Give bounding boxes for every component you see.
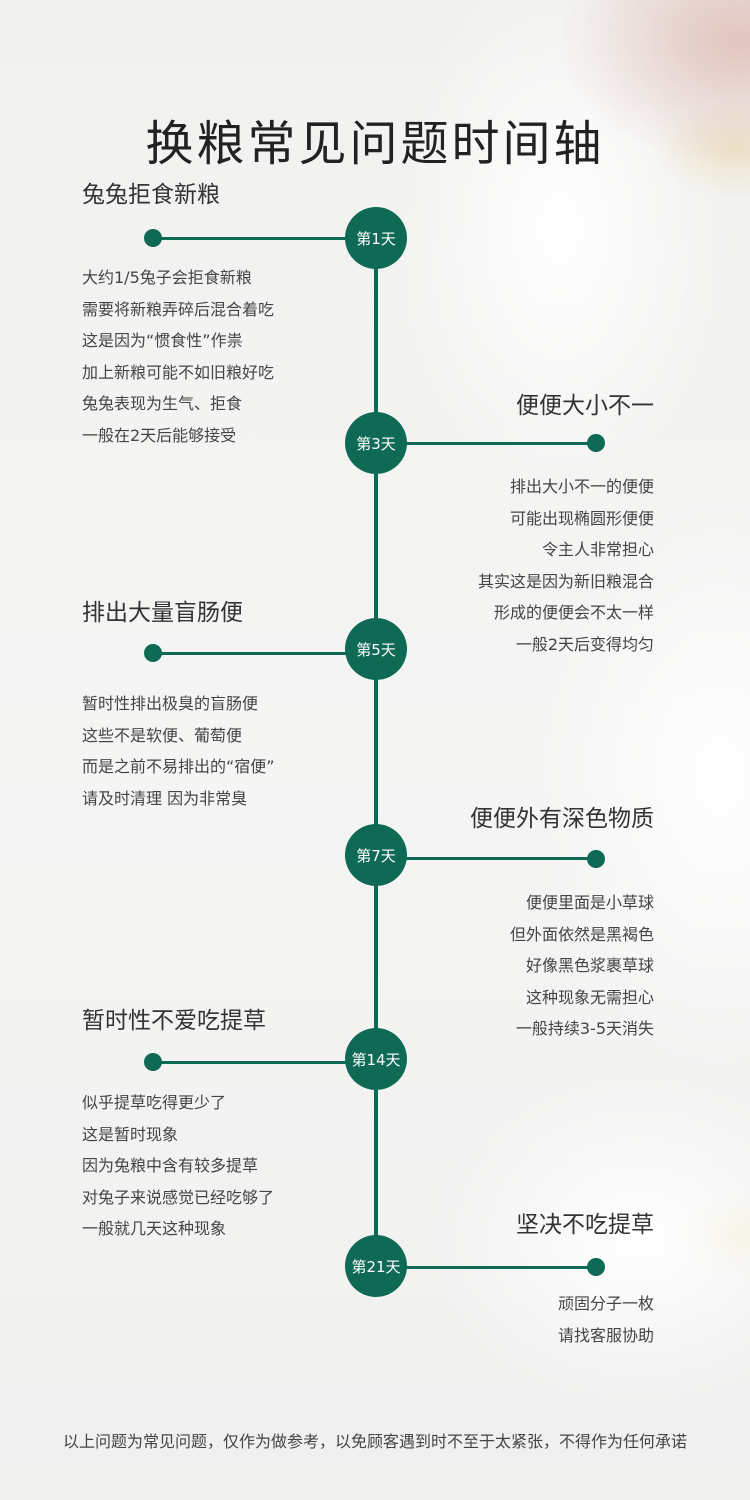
disclaimer-footer: 以上问题为常见问题，仅作为做参考，以免顾客遇到时不至于太紧张，不得作为任何承诺 bbox=[62, 1432, 687, 1451]
timeline-spine bbox=[374, 238, 378, 1268]
description-line: 大约1/5兔子会拒食新粮 bbox=[82, 268, 252, 287]
description-line: 似乎提草吃得更少了 bbox=[82, 1093, 227, 1112]
day-node: 第5天 bbox=[345, 618, 407, 680]
description-line: 形成的便便会不太一样 bbox=[493, 603, 654, 622]
description-line: 请及时清理 因为非常臭 bbox=[82, 788, 248, 808]
timeline-connector bbox=[400, 1266, 596, 1269]
description-line: 这种现象无需担心 bbox=[525, 987, 654, 1007]
event-heading: 暂时性不爱吃提草 bbox=[82, 1008, 266, 1034]
event-description: 大约1/5兔子会拒食新粮 需要将新粮弄碎后混合着吃 这是因为“惯食性”作祟 加上… bbox=[82, 262, 274, 451]
event-heading: 便便外有深色物质 bbox=[470, 806, 654, 832]
timeline-connector bbox=[153, 652, 353, 655]
timeline-connector bbox=[153, 1061, 353, 1064]
description-line: 一般2天后变得均匀 bbox=[515, 634, 654, 654]
timeline-connector bbox=[400, 857, 596, 860]
event-heading: 便便大小不一 bbox=[516, 393, 654, 419]
description-line: 一般就几天这种现象 bbox=[82, 1219, 227, 1238]
day-node: 第21天 bbox=[345, 1235, 407, 1297]
description-line: 兔兔表现为生气、拒食 bbox=[82, 394, 243, 413]
day-node: 第3天 bbox=[345, 412, 407, 474]
day-node: 第1天 bbox=[345, 207, 407, 269]
timeline-connector bbox=[400, 442, 596, 445]
timeline-dot bbox=[587, 1258, 605, 1276]
description-line: 而是之前不易排出的“宿便” bbox=[82, 757, 275, 776]
description-line: 因为兔粮中含有较多提草 bbox=[82, 1156, 259, 1175]
description-line: 这是暂时现象 bbox=[82, 1124, 179, 1144]
description-line: 暂时性排出极臭的盲肠便 bbox=[82, 694, 259, 713]
description-line: 一般持续3-5天消失 bbox=[515, 1019, 654, 1038]
description-line: 但外面依然是黑褐色 bbox=[509, 924, 654, 944]
description-line: 一般在2天后能够接受 bbox=[82, 425, 237, 445]
description-line: 排出大小不一的便便 bbox=[509, 477, 654, 496]
description-line: 令主人非常担心 bbox=[541, 540, 654, 559]
description-line: 对兔子来说感觉已经吃够了 bbox=[82, 1187, 275, 1207]
timeline-dot bbox=[587, 850, 605, 868]
description-line: 加上新粮可能不如旧粮好吃 bbox=[82, 362, 275, 382]
description-line: 其实这是因为新旧粮混合 bbox=[477, 571, 654, 591]
description-line: 可能出现椭圆形便便 bbox=[509, 508, 654, 528]
event-description: 似乎提草吃得更少了 这是暂时现象 因为兔粮中含有较多提草 对兔子来说感觉已经吃够… bbox=[82, 1087, 274, 1245]
event-description: 排出大小不一的便便 可能出现椭圆形便便 令主人非常担心 其实这是因为新旧粮混合 … bbox=[478, 471, 654, 660]
description-line: 好像黑色浆裹草球 bbox=[525, 956, 654, 975]
description-line: 需要将新粮弄碎后混合着吃 bbox=[82, 299, 275, 319]
event-heading: 兔兔拒食新粮 bbox=[82, 182, 220, 208]
event-description: 顽固分子一枚 请找客服协助 bbox=[558, 1288, 654, 1351]
event-heading: 排出大量盲肠便 bbox=[82, 600, 243, 626]
description-line: 这是因为“惯食性”作祟 bbox=[82, 331, 243, 350]
event-description: 便便里面是小草球 但外面依然是黑褐色 好像黑色浆裹草球 这种现象无需担心 一般持… bbox=[510, 887, 654, 1045]
page-title: 换粮常见问题时间轴 bbox=[145, 116, 605, 173]
event-description: 暂时性排出极臭的盲肠便 这些不是软便、葡萄便 而是之前不易排出的“宿便” 请及时… bbox=[82, 688, 275, 814]
day-node: 第14天 bbox=[345, 1028, 407, 1090]
event-heading: 坚决不吃提草 bbox=[516, 1212, 654, 1238]
description-line: 顽固分子一枚 bbox=[557, 1294, 654, 1313]
description-line: 这些不是软便、葡萄便 bbox=[82, 725, 243, 745]
day-node: 第7天 bbox=[345, 824, 407, 886]
timeline-connector bbox=[153, 237, 353, 240]
timeline-dot bbox=[587, 434, 605, 452]
description-line: 便便里面是小草球 bbox=[525, 893, 654, 912]
description-line: 请找客服协助 bbox=[557, 1325, 654, 1345]
